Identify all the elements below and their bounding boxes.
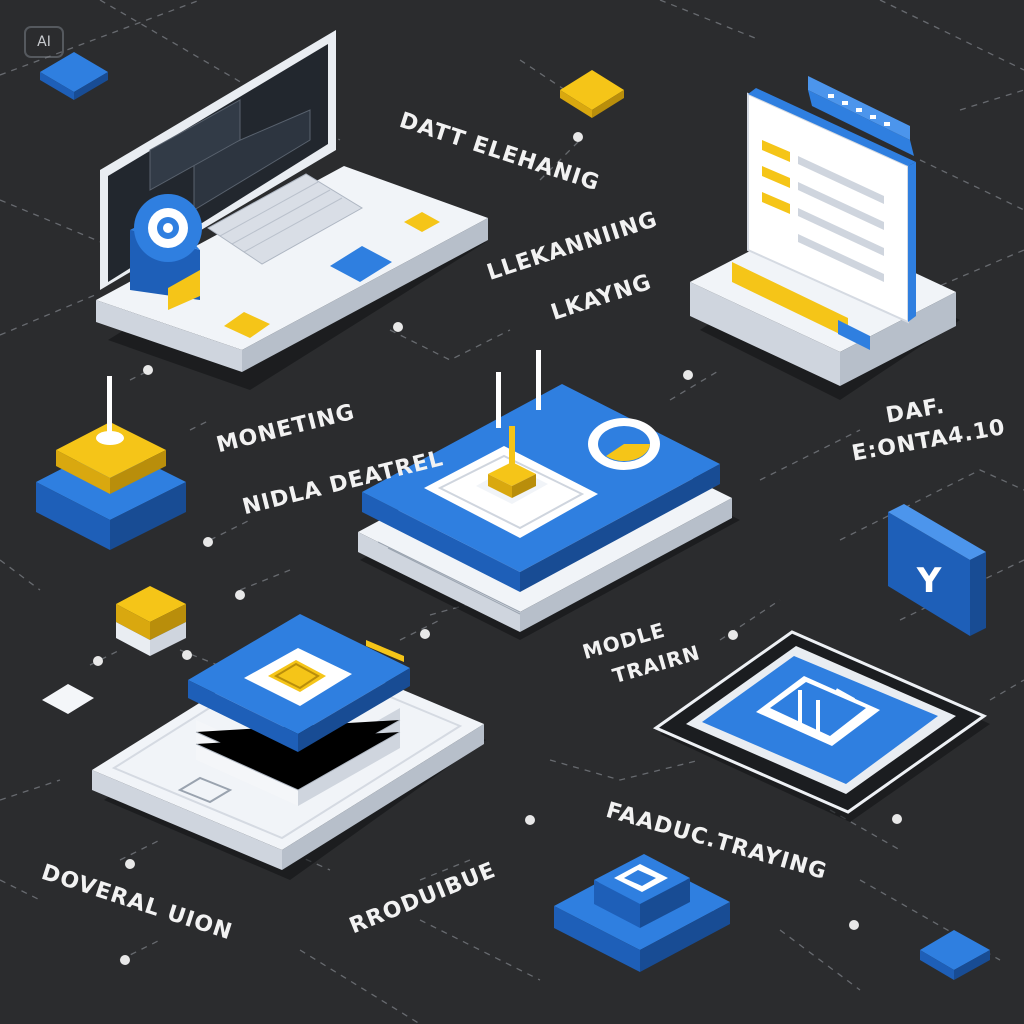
server-stack-illustration bbox=[92, 614, 486, 880]
white-tag-icon bbox=[42, 684, 94, 714]
central-model-platform-illustration bbox=[358, 350, 740, 640]
tablet-illustration bbox=[652, 630, 990, 822]
bottom-blue-box-illustration bbox=[554, 854, 730, 972]
document-illustration bbox=[690, 76, 960, 400]
yellow-cube-top-icon bbox=[560, 70, 624, 118]
yellow-white-cube-icon bbox=[116, 586, 186, 656]
connector-dots bbox=[93, 132, 902, 965]
blue-cube-topleft-icon bbox=[40, 52, 108, 100]
blue-cube-bottomright-icon bbox=[920, 930, 990, 980]
monitoring-stack-illustration bbox=[36, 376, 186, 550]
ai-badge: AI bbox=[24, 26, 64, 58]
y-tile-icon: Y bbox=[888, 504, 986, 636]
y-tile-letter: Y bbox=[916, 561, 942, 601]
laptop-illustration bbox=[96, 30, 488, 390]
